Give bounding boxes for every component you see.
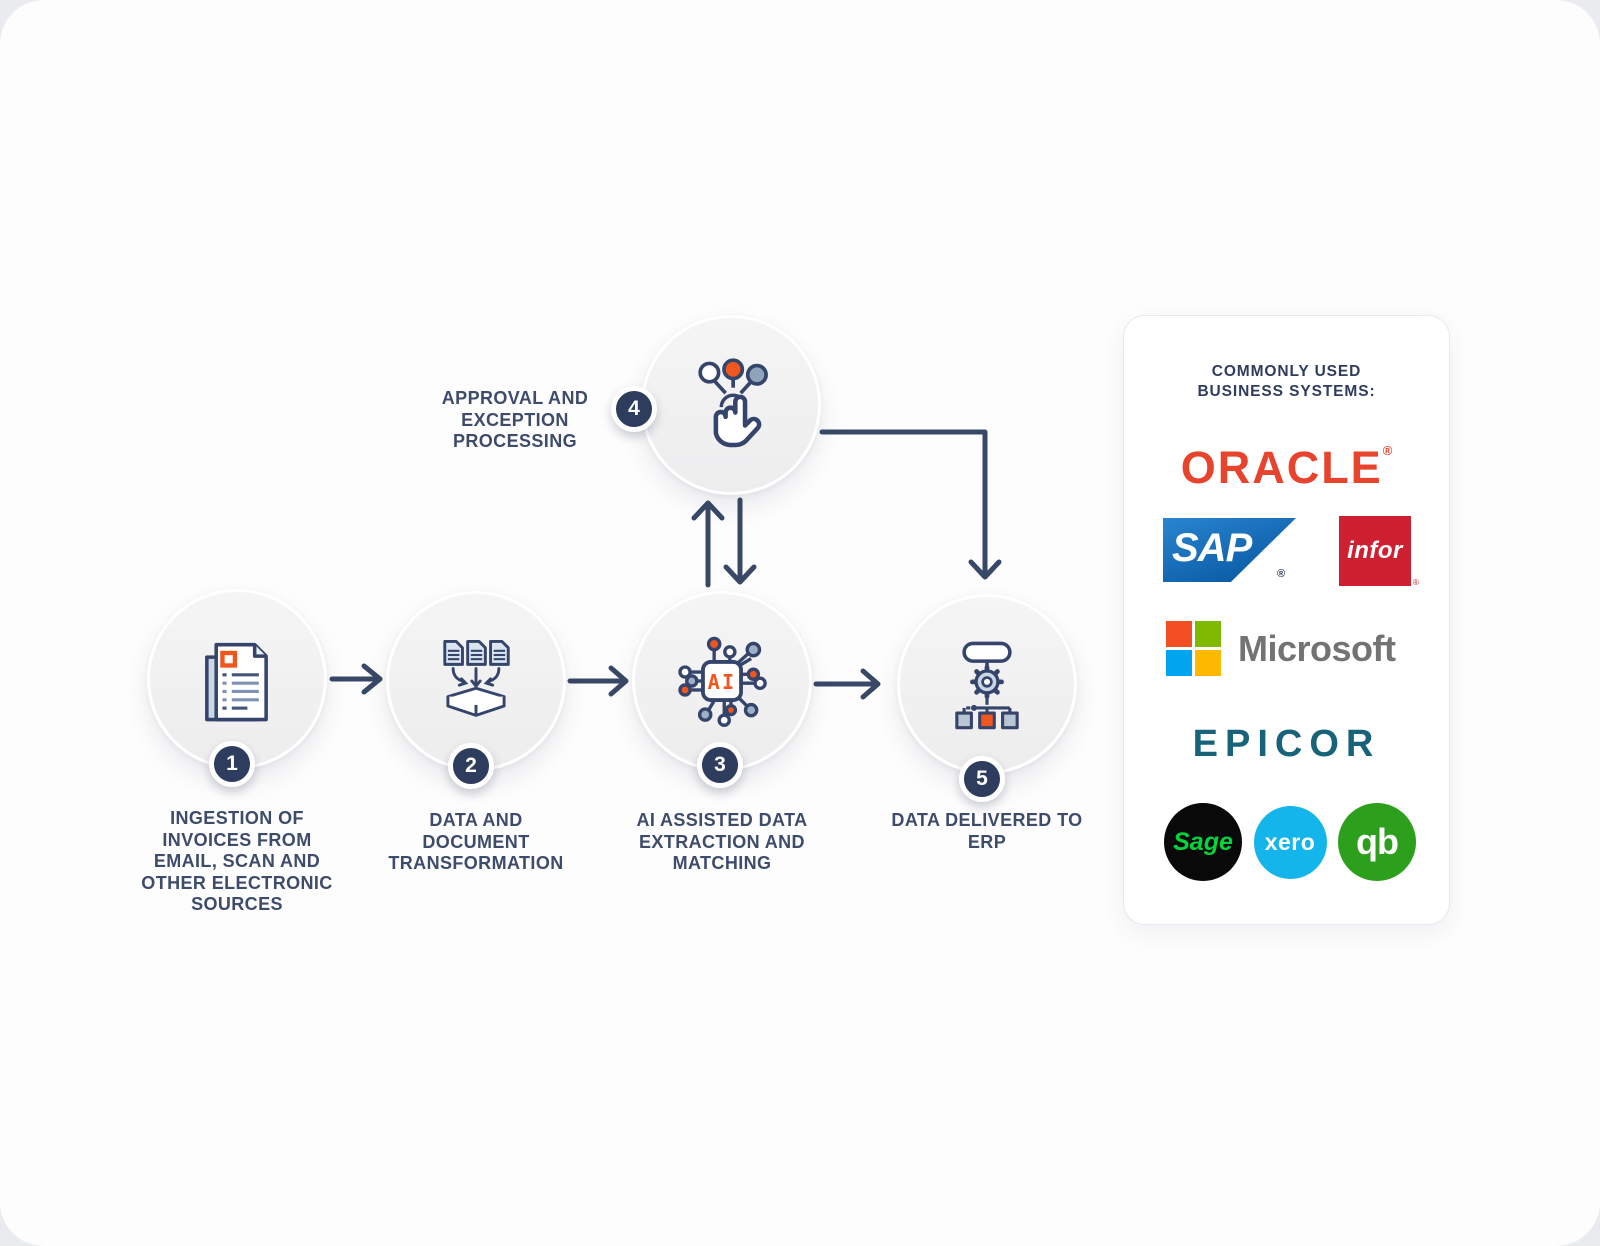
microsoft-logo: Microsoft bbox=[1166, 621, 1419, 676]
oracle-reg-mark: ® bbox=[1382, 443, 1393, 458]
step-2-label: DATA AND DOCUMENT TRANSFORMATION bbox=[388, 810, 564, 873]
xero-logo-text: xero bbox=[1264, 828, 1316, 855]
step-3-badge: 3 bbox=[697, 742, 743, 788]
arrow-step3-to-step5 bbox=[813, 668, 881, 700]
step-3-number: 3 bbox=[714, 753, 726, 776]
arrow-step4-to-step5 bbox=[819, 429, 1002, 580]
arrow-step1-to-step2 bbox=[329, 663, 383, 695]
epicor-logo: EPICOR bbox=[1124, 723, 1449, 766]
microsoft-square-green bbox=[1195, 621, 1221, 647]
oracle-logo-text: ORACLE bbox=[1180, 442, 1383, 493]
step-1-circle bbox=[147, 589, 327, 769]
step-4-label: APPROVAL AND EXCEPTION PROCESSING bbox=[441, 388, 589, 451]
erp-workflow-gear-icon bbox=[955, 641, 1019, 730]
step-4-circle bbox=[641, 315, 821, 495]
step-4-badge: 4 bbox=[611, 386, 657, 432]
sap-logo: SAP ® bbox=[1163, 516, 1413, 586]
approval-tap-hand-icon bbox=[698, 358, 768, 448]
step-5-circle bbox=[897, 594, 1077, 774]
quickbooks-logo-text: qb bbox=[1356, 821, 1399, 862]
sap-logo-text: SAP bbox=[1172, 526, 1252, 570]
step-1-number: 1 bbox=[226, 752, 238, 775]
ai-chip-icon: AI bbox=[678, 636, 767, 727]
infor-logo: infor bbox=[1339, 516, 1411, 586]
microsoft-square-yellow bbox=[1195, 650, 1221, 676]
step-2-circle bbox=[386, 591, 566, 771]
accounting-logos-row: Sage xero qb bbox=[1164, 803, 1416, 881]
infor-reg-mark: ® bbox=[1413, 578, 1419, 587]
step-3-label: AI ASSISTED DATA EXTRACTION AND MATCHING bbox=[636, 810, 808, 873]
microsoft-square-red bbox=[1166, 621, 1192, 647]
step-1-badge: 1 bbox=[209, 741, 255, 787]
oracle-logo: ORACLE® bbox=[1124, 442, 1449, 494]
step-5-label: DATA DELIVERED TO ERP bbox=[891, 810, 1083, 852]
arrow-step2-to-step3 bbox=[567, 665, 629, 697]
step-2-number: 2 bbox=[465, 754, 477, 777]
infor-logo-text: infor bbox=[1347, 537, 1403, 564]
step-5-badge: 5 bbox=[959, 756, 1005, 802]
epicor-logo-text: EPICOR bbox=[1192, 723, 1381, 765]
document-transformation-icon bbox=[443, 640, 510, 717]
ai-chip-text: AI bbox=[708, 670, 737, 694]
sap-reg-mark: ® bbox=[1277, 568, 1286, 580]
microsoft-square-blue bbox=[1166, 650, 1192, 676]
step-4-number: 4 bbox=[628, 397, 640, 420]
step-3-circle: AI bbox=[632, 591, 812, 771]
panel-heading: COMMONLY USED BUSINESS SYSTEMS: bbox=[1197, 363, 1376, 400]
step-2-badge: 2 bbox=[448, 743, 494, 789]
sage-logo: Sage bbox=[1164, 803, 1242, 881]
sage-logo-text: Sage bbox=[1173, 827, 1233, 856]
microsoft-logo-text: Microsoft bbox=[1238, 627, 1396, 669]
arrow-step4-to-step3 bbox=[723, 497, 757, 585]
step-1-label: INGESTION OF INVOICES FROM EMAIL, SCAN A… bbox=[141, 808, 333, 914]
quickbooks-logo: qb bbox=[1338, 803, 1416, 881]
arrow-step3-to-step4 bbox=[691, 500, 725, 588]
microsoft-squares-icon bbox=[1166, 621, 1221, 676]
step-5-number: 5 bbox=[976, 767, 988, 790]
invoice-documents-icon bbox=[205, 642, 268, 722]
xero-logo: xero bbox=[1253, 805, 1327, 879]
business-systems-panel: COMMONLY USED BUSINESS SYSTEMS: ORACLE® … bbox=[1123, 315, 1450, 925]
